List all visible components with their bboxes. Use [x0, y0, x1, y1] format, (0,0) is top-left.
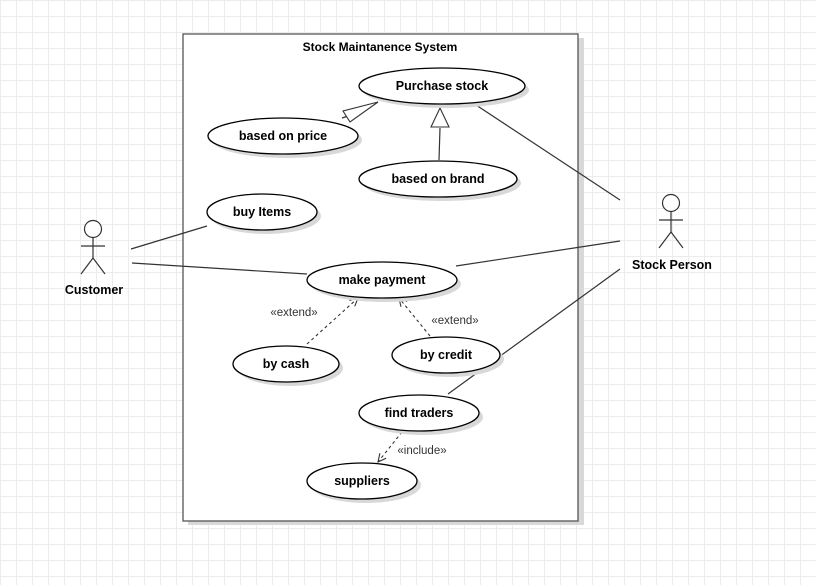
use-case-label: by cash — [263, 357, 310, 371]
use-case-suppliers[interactable]: suppliers — [306, 462, 421, 503]
use-case-based-on-brand[interactable]: based on brand — [358, 160, 521, 201]
use-case-label: based on brand — [391, 172, 484, 186]
assoc-stock-person-payment — [455, 240, 621, 267]
use-case-label: based on price — [239, 129, 327, 143]
extend-cash-label: «extend» — [270, 307, 317, 319]
use-case-based-on-price[interactable]: based on price — [207, 117, 362, 158]
use-case-label: Purchase stock — [396, 79, 488, 93]
use-case-by-cash[interactable]: by cash — [232, 345, 343, 386]
generalization-brand-line — [438, 127, 441, 161]
assoc-customer-make-payment — [131, 262, 308, 275]
dependencies: «extend» «extend» «include» — [270, 298, 479, 462]
system-title: Stock Maintanence System — [303, 40, 458, 54]
actor-label: Customer — [65, 283, 123, 297]
extend-credit-label: «extend» — [431, 315, 478, 327]
stick-figure-icon — [80, 219, 106, 275]
use-case-make-payment[interactable]: make payment — [306, 261, 461, 302]
use-case-find-traders[interactable]: find traders — [358, 394, 483, 435]
use-case-by-credit[interactable]: by credit — [391, 336, 504, 377]
stick-figure-icon — [658, 193, 684, 249]
actor-stock-person[interactable]: Stock Person — [632, 193, 712, 273]
generalization-brand-arrowhead — [430, 106, 450, 128]
use-case-label: find traders — [385, 406, 454, 420]
include-suppliers-arrow — [378, 431, 403, 462]
use-case-buy-items[interactable]: buy Items — [206, 193, 321, 234]
use-case-purchase-stock[interactable]: Purchase stock — [358, 67, 529, 108]
actor-customer[interactable]: Customer — [65, 219, 123, 298]
use-case-label: make payment — [339, 273, 427, 287]
assoc-stock-person-purchase — [472, 102, 621, 201]
generalization-price-arrowhead — [342, 101, 379, 123]
extend-credit-arrow — [399, 298, 431, 337]
use-case-label: buy Items — [233, 205, 291, 219]
generalizations — [341, 101, 450, 161]
include-suppliers-label: «include» — [397, 445, 446, 457]
use-case-label: suppliers — [334, 474, 390, 488]
use-case-label: by credit — [420, 348, 473, 362]
actor-label: Stock Person — [632, 258, 712, 272]
assoc-customer-buy-items — [130, 225, 208, 250]
